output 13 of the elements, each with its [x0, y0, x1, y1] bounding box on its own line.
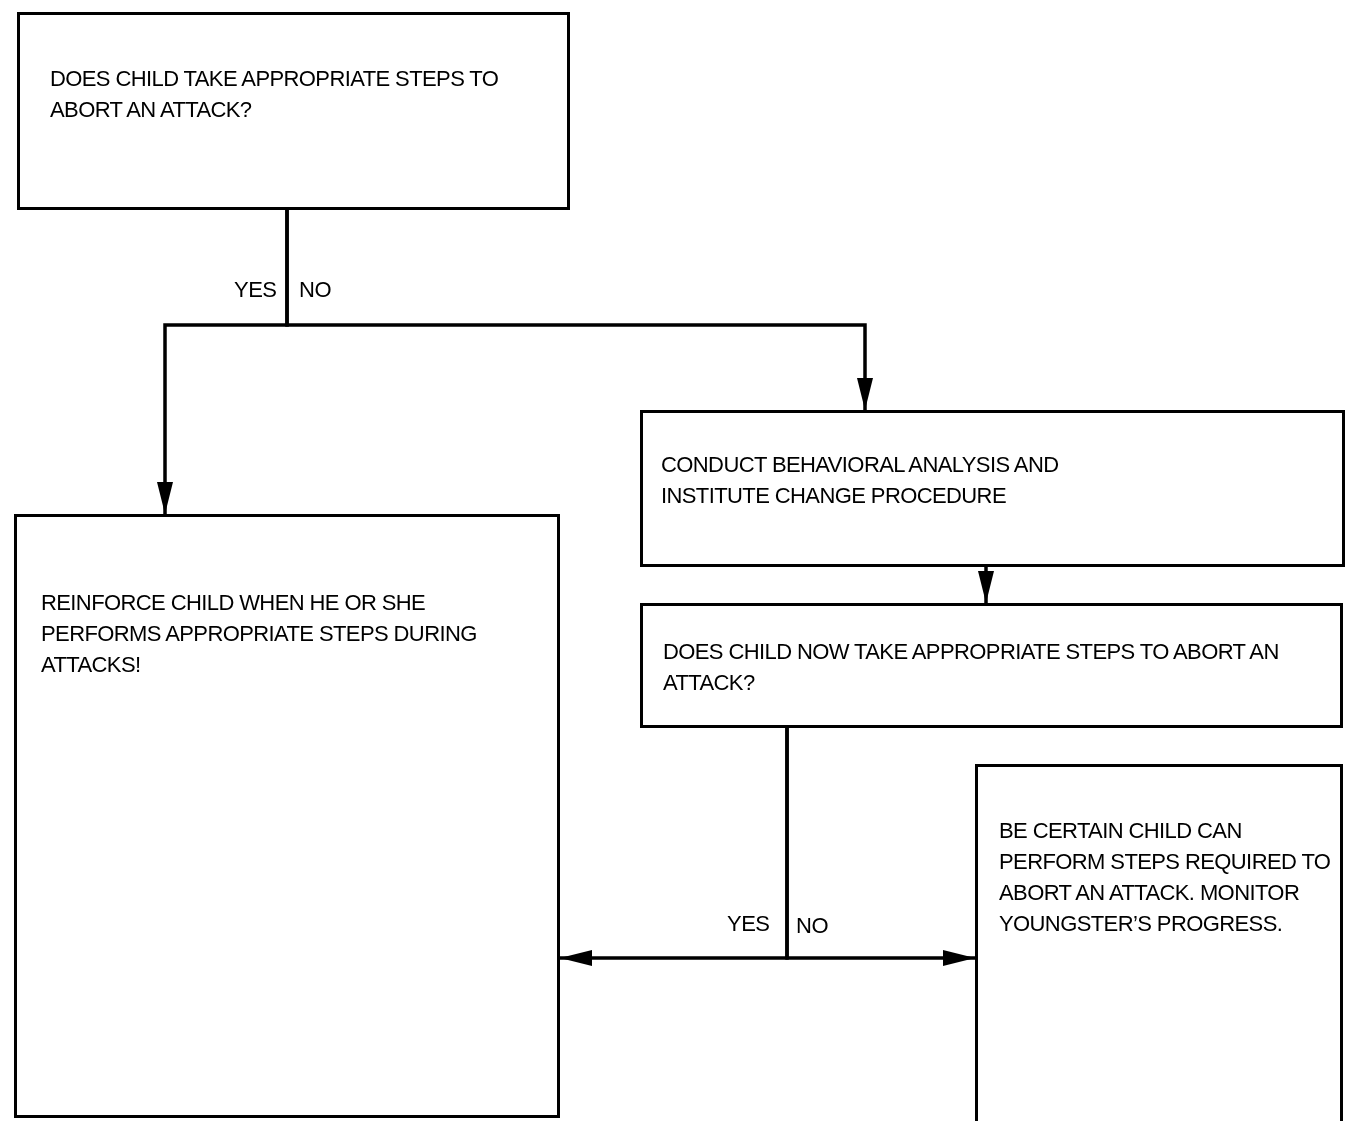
- process-box: [975, 764, 1343, 1121]
- box-text: CONDUCT BEHAVIORAL ANALYSIS AND INSTITUTE CHANGE PROCEDURE: [661, 451, 1060, 510]
- process-box: [17, 12, 570, 210]
- arrow: [978, 567, 994, 603]
- process-box: [640, 410, 1345, 567]
- process-box: [14, 514, 560, 1118]
- box-text: DOES CHILD NOW TAKE APPROPRIATE STEPS TO ABORT AN ATTACK?: [663, 638, 1280, 697]
- box-text: BE CERTAIN CHILD CAN PERFORM STEPS REQUIRED TO ABORT AN ATTACK. MONITOR YOUNGSTER’S PROGRESS.: [999, 817, 1332, 938]
- box-text: DOES CHILD TAKE APPROPRIATE STEPS TO ABORT AN ATTACK?: [50, 65, 500, 124]
- arrow: [285, 210, 873, 410]
- process-box: [640, 603, 1343, 728]
- arrow: [785, 728, 975, 966]
- box-text: REINFORCE CHILD WHEN HE OR SHE PERFORMS APPROPRIATE STEPS DURING ATTACKS!: [41, 589, 478, 679]
